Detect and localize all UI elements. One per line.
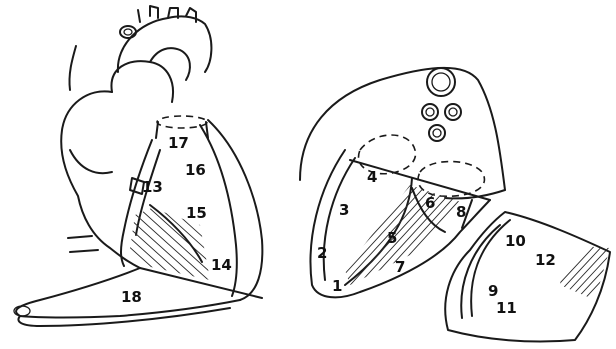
segment-label-1: 1	[332, 277, 342, 295]
segment-label-6: 6	[425, 194, 435, 212]
septum-edge	[121, 140, 152, 266]
segment-label-10: 10	[505, 232, 526, 250]
segment-label-13: 13	[142, 178, 163, 196]
pulmonary-trunk	[111, 61, 173, 102]
segment-label-4: 4	[367, 168, 377, 186]
pulmonary-vein-1-inner	[426, 108, 434, 116]
heart-outline	[61, 91, 140, 268]
vessel-opening	[120, 26, 136, 38]
segment-label-17: 17	[168, 134, 189, 152]
right-atrium-bulge	[70, 150, 112, 173]
segment-label-3: 3	[339, 201, 349, 219]
segment-label-14: 14	[211, 256, 232, 274]
segment-label-15: 15	[186, 204, 207, 222]
pulmonary-vein-large	[427, 68, 455, 96]
pulmonary-vein-2	[445, 104, 461, 120]
apex-line	[140, 268, 262, 298]
segment-label-12: 12	[535, 251, 556, 269]
pulmonary-vein-2-inner	[449, 108, 457, 116]
segment-label-7: 7	[395, 258, 405, 276]
segment-label-16: 16	[185, 161, 206, 179]
segment-label-18: 18	[121, 288, 142, 306]
segment-label-11: 11	[496, 299, 517, 317]
heart-left-figure	[14, 6, 262, 326]
aortic-arch	[118, 16, 212, 72]
pulmonary-vein-1	[422, 104, 438, 120]
rv-flap-outer	[445, 212, 610, 342]
atrium-outline	[300, 68, 505, 190]
heart-right-figure	[445, 212, 616, 342]
pulmonary-vein-large-inner	[432, 73, 450, 91]
vessel-opening-inner	[124, 29, 132, 35]
pulmonary-vein-3-inner	[433, 129, 441, 137]
pulmonary-vein-3	[429, 125, 445, 141]
segment-label-8: 8	[456, 203, 466, 221]
brachiocephalic-vessels	[138, 6, 196, 22]
segment-label-9: 9	[488, 282, 498, 300]
inferior-vessel	[68, 236, 98, 252]
segment-label-5: 5	[387, 229, 397, 247]
superior-vena-cava	[69, 46, 76, 90]
atrium-lower	[445, 190, 505, 198]
rv-flap-inner	[461, 225, 500, 318]
aortic-valve-dashed	[157, 116, 207, 128]
segment-label-2: 2	[317, 244, 327, 262]
ventricle-inner	[324, 158, 355, 280]
